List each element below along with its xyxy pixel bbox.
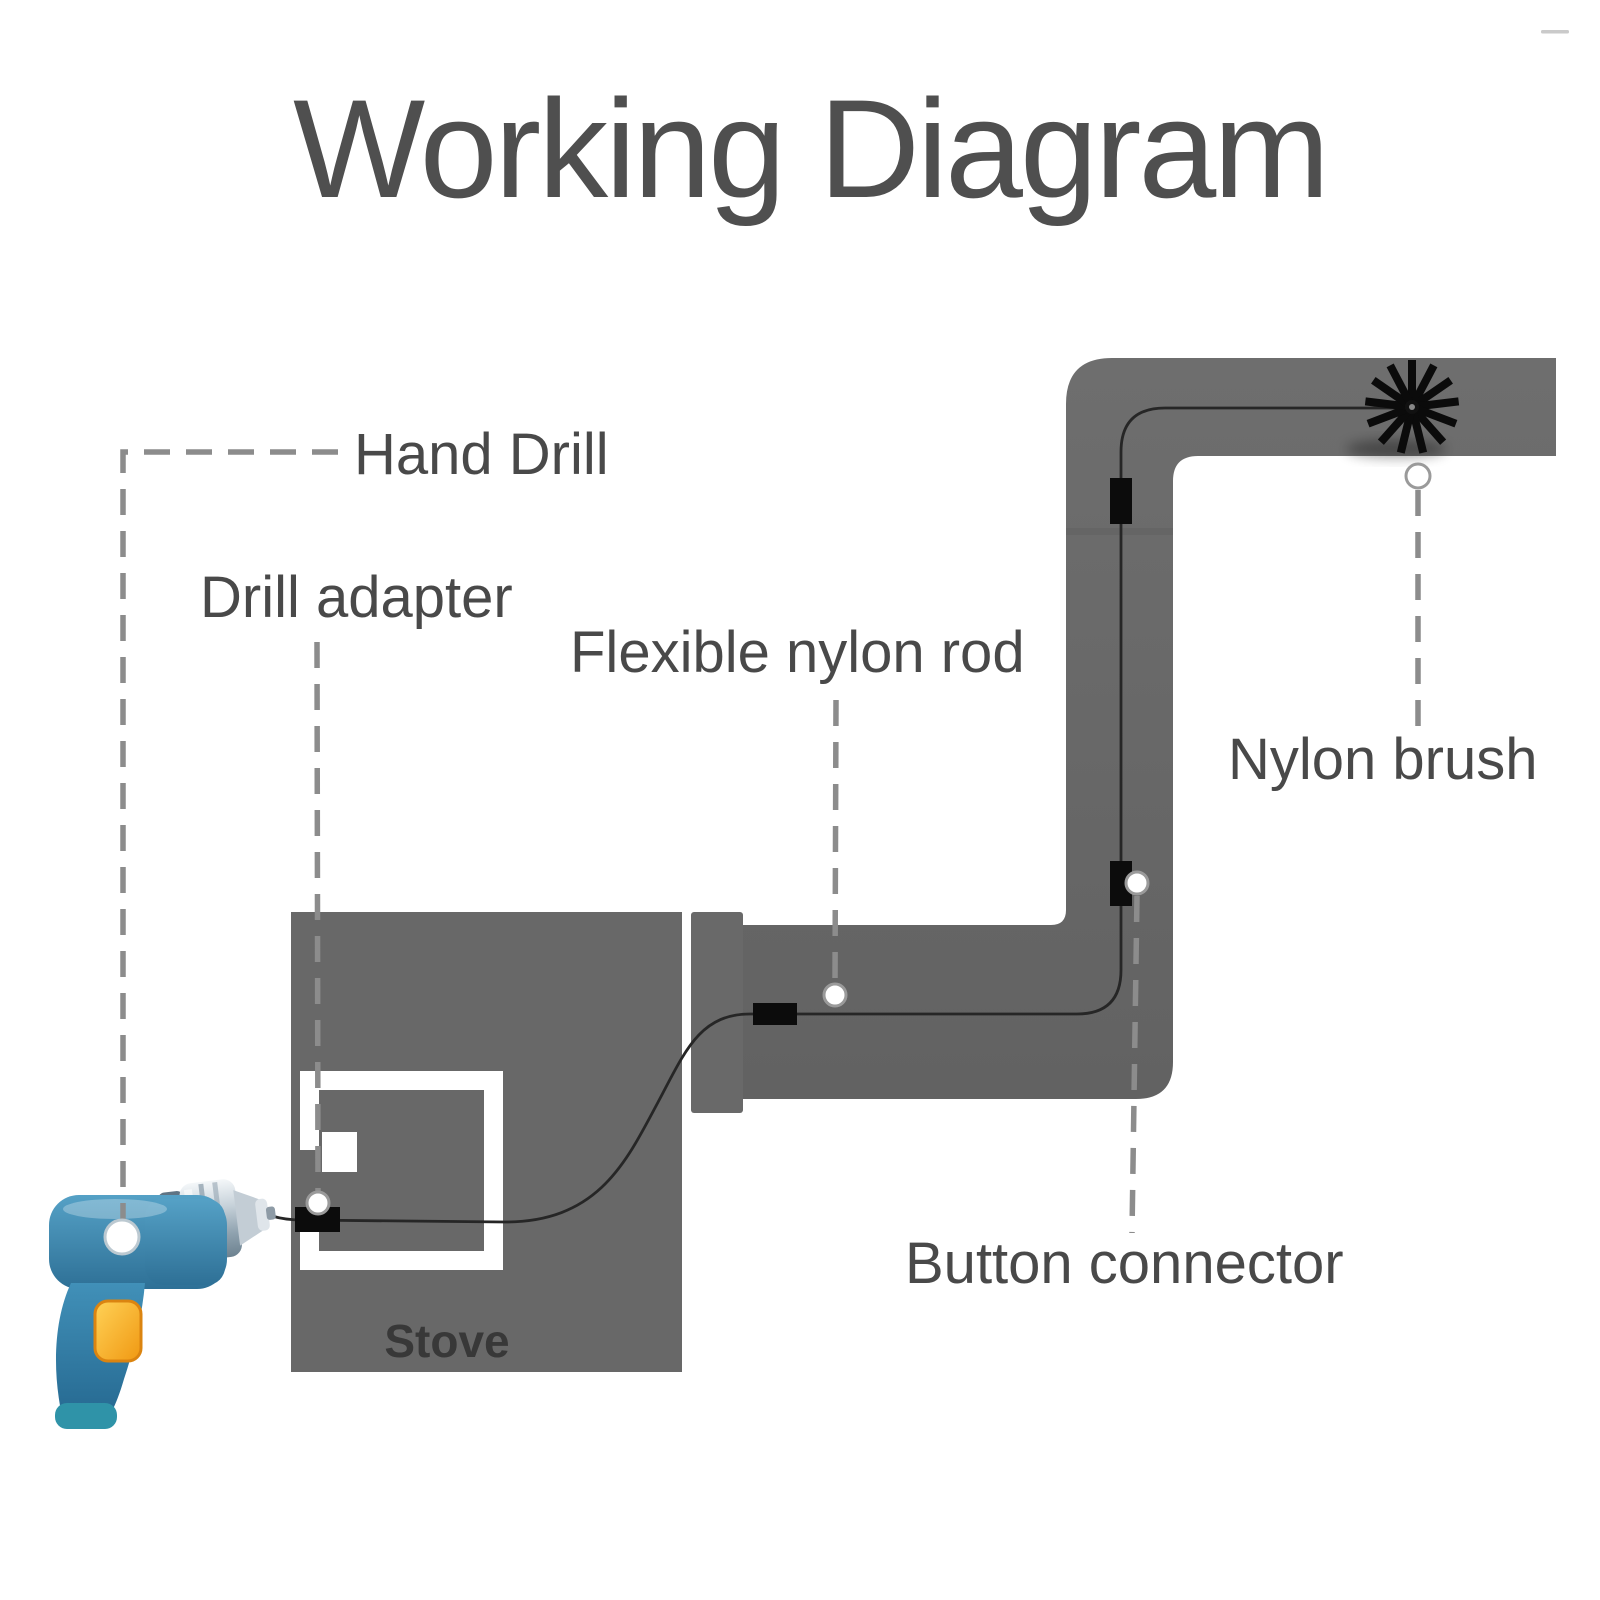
button-connector-mid [1110,861,1132,906]
artifact-line [1541,30,1569,34]
hand-drill-leader-line [120,449,338,1221]
hand-drill-icon [49,1179,276,1429]
button-connector-marker-dot [1124,870,1150,896]
flue-duct [742,358,1556,1099]
drill-base [55,1403,117,1429]
label-nylon-brush: Nylon brush [1228,727,1537,792]
drill-adapter-leader-line [314,641,321,1193]
drill-adapter-marker-dot [305,1190,331,1216]
flexible-rod-leader-line [832,699,839,985]
flexible-rod-line [271,406,1412,1224]
duct-seam [1066,528,1173,535]
nylon-brush-marker-dot [1404,462,1432,490]
button-connector-leader-line [1129,895,1140,1234]
flexible-rod-marker-dot [822,982,848,1008]
label-button-connector: Button connector [905,1231,1344,1296]
nylon-brush-icon [1346,360,1459,458]
stove-door-window [322,1132,357,1172]
stove-body [291,912,682,1372]
button-connector-lower [753,1003,797,1025]
label-hand-drill: Hand Drill [354,422,609,487]
page-title: Working Diagram [293,70,1327,227]
label-stove: Stove [384,1315,509,1367]
duct-collar [691,912,743,1113]
drill-trigger [93,1299,143,1363]
button-connector-upper [1110,478,1132,524]
label-drill-adapter: Drill adapter [200,565,513,630]
brush-shadow [1346,440,1446,458]
label-flexible-nylon-rod: Flexible nylon rod [570,620,1025,685]
hand-drill-marker-dot [103,1218,141,1256]
